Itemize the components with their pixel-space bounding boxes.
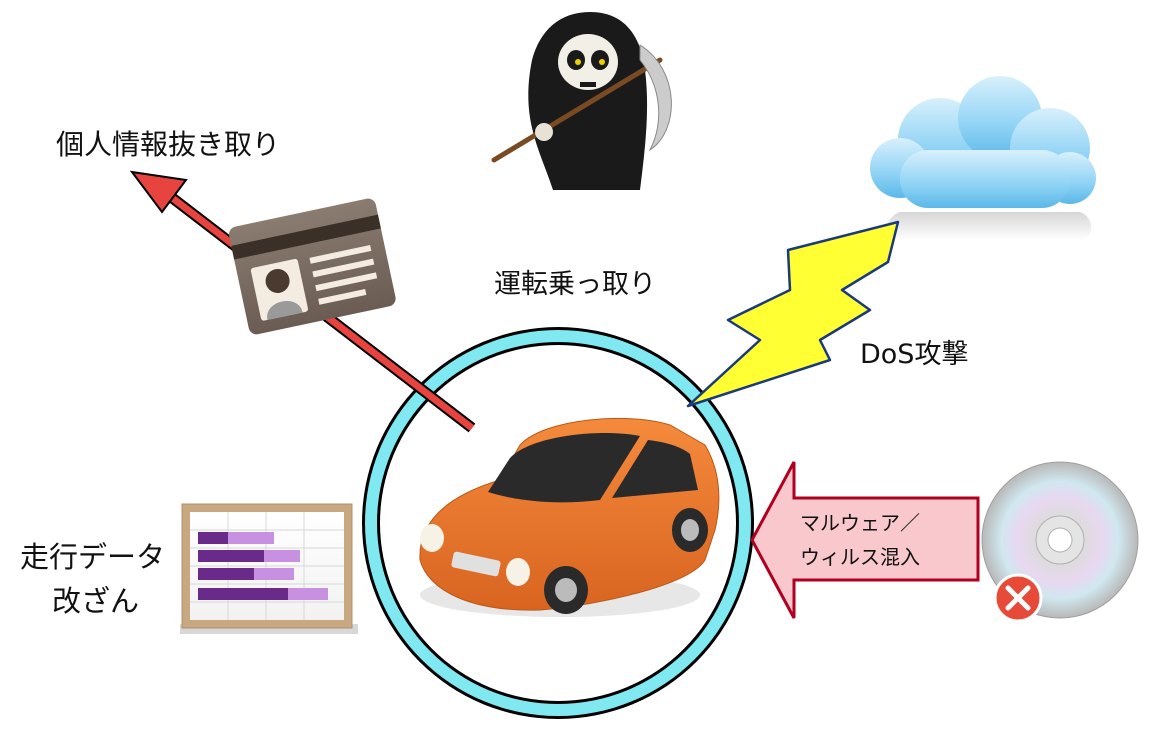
- error-x-icon: [993, 573, 1043, 623]
- grim-reaper-icon: [491, 12, 672, 190]
- label-dos-attack: DoS攻撃: [860, 339, 969, 370]
- malware-arrow: [750, 461, 980, 619]
- lightning-bolt-icon: [686, 220, 900, 408]
- cloud-icon: [870, 76, 1096, 240]
- label-data-tamper-line1: 走行データ: [20, 540, 166, 574]
- label-personal-info-theft: 個人情報抜き取り: [56, 128, 281, 161]
- id-card-icon: [229, 198, 396, 335]
- car-icon: [419, 417, 720, 617]
- label-malware-line1: マルウェア／: [800, 511, 920, 535]
- label-driving-hijack: 運転乗っ取り: [494, 269, 656, 300]
- label-malware-line2: ウィルス混入: [800, 545, 920, 569]
- chart-document-icon: [180, 503, 358, 634]
- label-data-tamper-line2: 改ざん: [52, 584, 140, 618]
